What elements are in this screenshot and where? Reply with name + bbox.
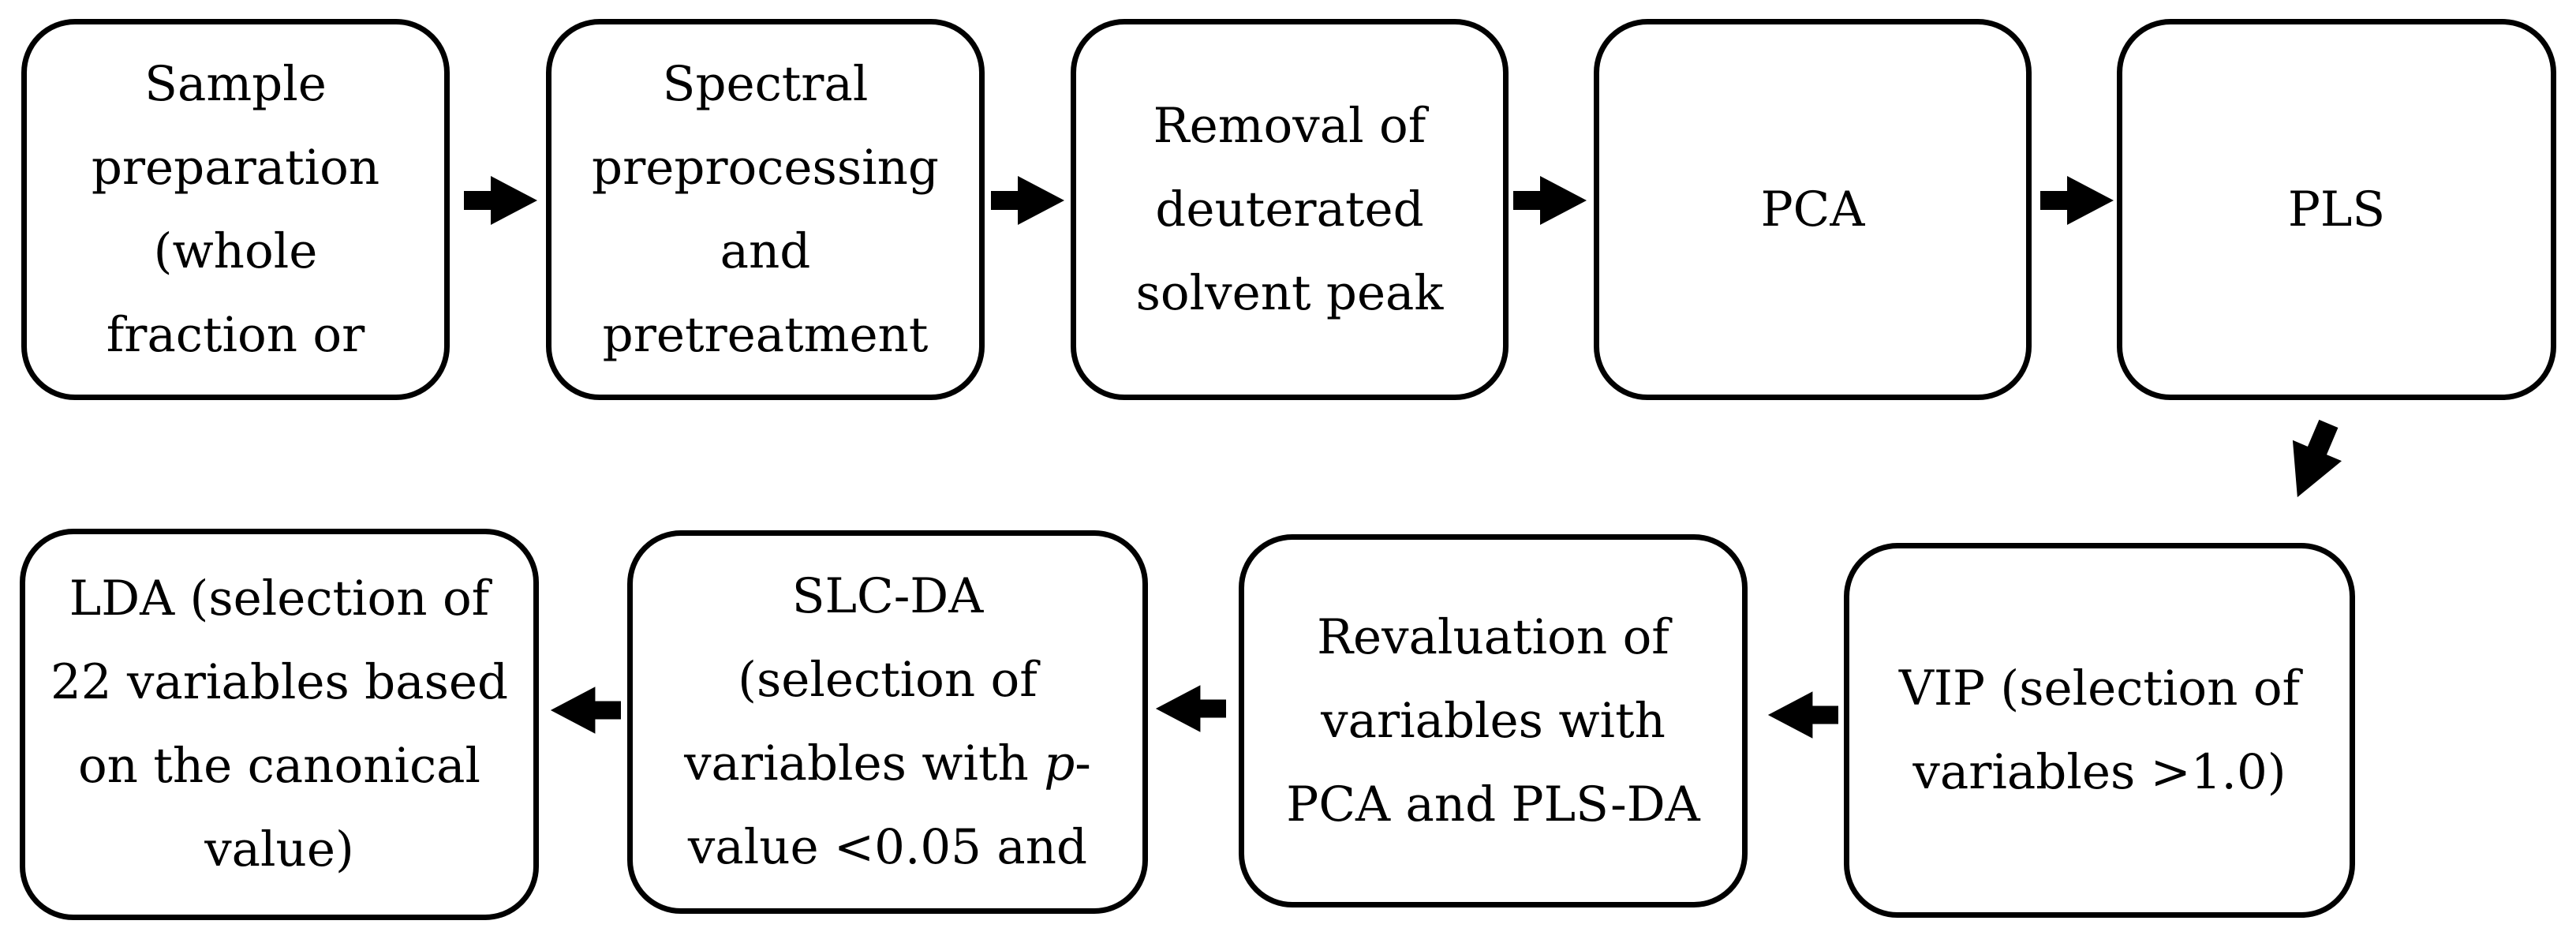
box-text: SLC-DA (selection of variables with p- v…	[684, 555, 1091, 889]
box-text: Sample preparation (whole fraction or	[92, 43, 379, 377]
box-line-segment: -	[1075, 735, 1091, 791]
right-arrow-icon	[991, 176, 1064, 225]
flow-box-pca: PCA	[1594, 19, 2032, 400]
box-line: (whole	[153, 223, 318, 279]
box-line: 22 variables based	[50, 654, 509, 710]
right-arrow-icon	[464, 176, 537, 225]
flow-box-vip: VIP (selection of variables >1.0)	[1844, 543, 2355, 918]
box-line: and	[720, 223, 811, 279]
box-line: value <0.05 and	[687, 819, 1088, 875]
box-line: deuterated	[1155, 181, 1424, 238]
box-line: value)	[204, 821, 354, 878]
box-line: Revaluation of	[1317, 608, 1669, 665]
italic-p: p	[1044, 735, 1075, 791]
box-text: PCA	[1761, 168, 1865, 252]
box-line: PCA and PLS-DA	[1286, 776, 1700, 833]
box-line: PCA	[1760, 181, 1865, 238]
box-text: PLS	[2288, 168, 2385, 252]
flow-box-lda: LDA (selection of 22 variables based on …	[20, 529, 539, 920]
box-line: variables >1.0)	[1912, 743, 2286, 800]
box-line: preparation	[91, 139, 380, 196]
box-line: LDA (selection of	[69, 571, 490, 627]
box-line: solvent peak	[1135, 264, 1444, 321]
flow-box-spectral-preprocessing: Spectral preprocessing and pretreatment	[546, 19, 985, 400]
box-line: pretreatment	[602, 306, 929, 363]
flow-box-slc-da: SLC-DA (selection of variables with p- v…	[627, 530, 1148, 914]
flow-box-pls: PLS	[2117, 19, 2556, 400]
box-line-segment: variables with	[684, 735, 1045, 791]
right-arrow-icon	[1513, 176, 1587, 225]
box-text: LDA (selection of 22 variables based on …	[50, 557, 508, 892]
box-text: VIP (selection of variables >1.0)	[1899, 647, 2300, 814]
box-line: preprocessing	[592, 139, 939, 196]
box-line: fraction or	[106, 306, 365, 363]
left-arrow-icon	[1155, 685, 1226, 732]
flow-box-revaluation: Revaluation of variables with PCA and PL…	[1239, 534, 1748, 907]
down-left-arrow-icon	[2292, 419, 2342, 498]
box-line: VIP (selection of	[1898, 660, 2301, 717]
box-line: variables with	[1321, 692, 1666, 749]
right-arrow-icon	[2040, 176, 2114, 225]
box-line: on the canonical	[77, 738, 481, 794]
flow-box-solvent-peak-removal: Removal of deuterated solvent peak	[1071, 19, 1509, 400]
box-line: PLS	[2287, 181, 2386, 238]
box-line: SLC-DA	[791, 568, 984, 624]
box-line: variables with p-	[684, 722, 1091, 806]
box-line: Removal of	[1153, 97, 1426, 154]
box-line: Spectral	[662, 55, 869, 112]
box-line: Sample	[144, 55, 327, 112]
box-text: Removal of deuterated solvent peak	[1136, 84, 1444, 335]
left-arrow-icon	[550, 687, 621, 734]
flow-box-sample-preparation: Sample preparation (whole fraction or	[21, 19, 450, 400]
box-line: (selection of	[738, 652, 1038, 708]
box-text: Revaluation of variables with PCA and PL…	[1286, 596, 1699, 847]
box-text: Spectral preprocessing and pretreatment	[592, 43, 939, 377]
left-arrow-icon	[1767, 691, 1838, 739]
